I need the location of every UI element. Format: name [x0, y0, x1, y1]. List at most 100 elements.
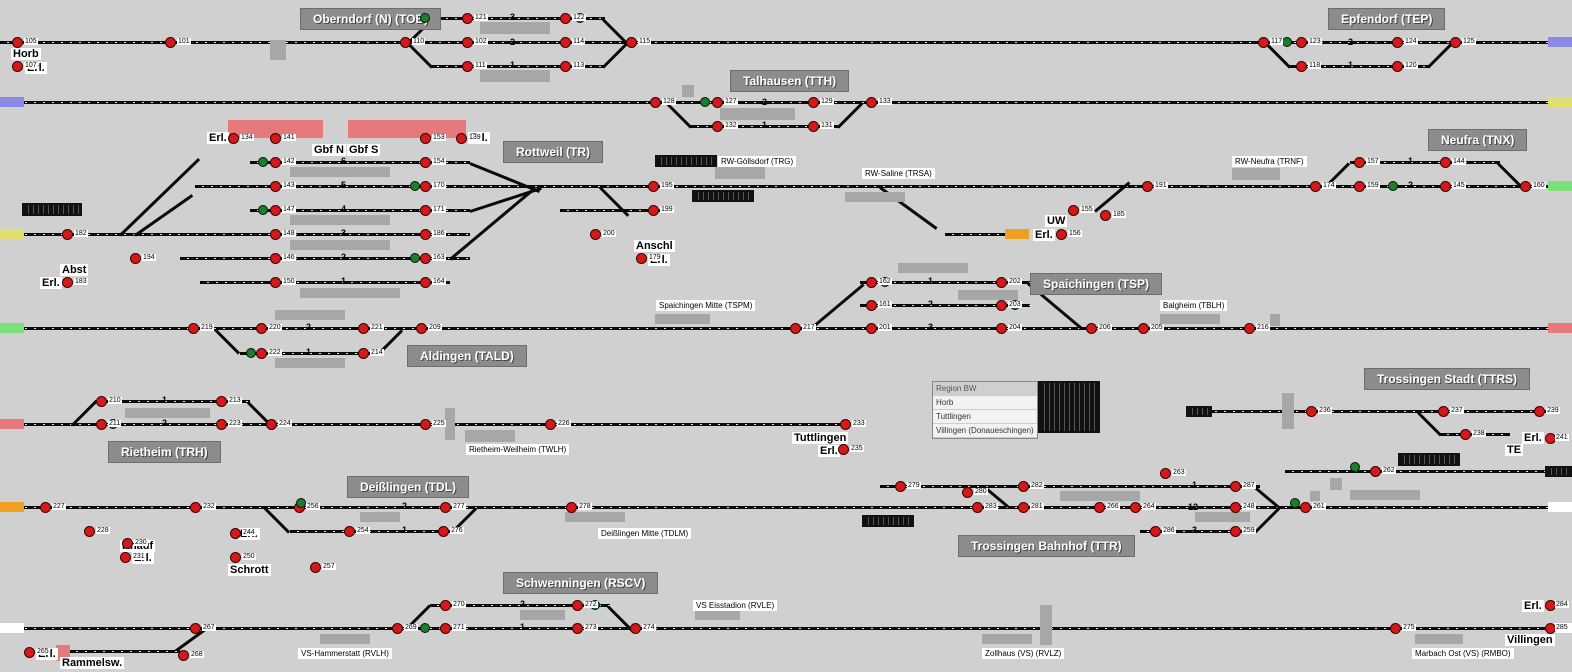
track-tr-uw[interactable] [945, 233, 1005, 236]
legend-item[interactable]: Villingen (Donaueschingen) [933, 424, 1037, 438]
station-tdl[interactable]: Deißlingen (TDL) [347, 476, 469, 498]
signal-icon[interactable] [648, 205, 659, 216]
signal-icon[interactable] [1392, 37, 1403, 48]
signal-icon[interactable] [1370, 466, 1381, 477]
track-tr-2[interactable] [180, 257, 470, 260]
signal-icon[interactable] [1138, 323, 1149, 334]
signal-icon[interactable] [40, 502, 51, 513]
signal-icon[interactable] [1310, 181, 1321, 192]
signal-icon[interactable] [1230, 526, 1241, 537]
signal-icon[interactable] [462, 37, 473, 48]
stop-trg[interactable]: RW-Göllsdorf (TRG) [718, 156, 797, 167]
signal-icon[interactable] [1086, 323, 1097, 334]
signal-icon[interactable] [188, 323, 199, 334]
signal-icon[interactable] [270, 181, 281, 192]
track-tr-main[interactable] [0, 233, 470, 236]
signal-icon[interactable] [1056, 229, 1067, 240]
signal-icon[interactable] [962, 487, 973, 498]
signal-icon[interactable] [590, 229, 601, 240]
signal-icon[interactable] [266, 419, 277, 430]
signal-icon[interactable] [1230, 502, 1241, 513]
signal-icon[interactable] [420, 419, 431, 430]
signal-icon[interactable] [120, 552, 131, 563]
signal-icon[interactable] [462, 13, 473, 24]
signal-icon[interactable] [24, 647, 35, 658]
signal-icon[interactable] [178, 650, 189, 661]
signal-icon[interactable] [1150, 526, 1161, 537]
stop-rvlz[interactable]: Zollhaus (VS) (RVLZ) [982, 648, 1065, 659]
signal-icon[interactable] [400, 37, 411, 48]
signal-icon[interactable] [808, 121, 819, 132]
signal-icon[interactable] [866, 97, 877, 108]
signal-icon[interactable] [420, 133, 431, 144]
signal-icon[interactable] [1230, 481, 1241, 492]
signal-icon[interactable] [650, 97, 661, 108]
signal-icon[interactable] [438, 526, 449, 537]
signal-icon[interactable] [165, 37, 176, 48]
signal-icon[interactable] [1460, 429, 1471, 440]
signal-icon[interactable] [358, 323, 369, 334]
signal-icon[interactable] [216, 419, 227, 430]
track-tr-4[interactable] [250, 209, 470, 212]
track-tr-6[interactable] [250, 161, 470, 164]
signal-icon[interactable] [392, 623, 403, 634]
signal-icon[interactable] [1520, 181, 1531, 192]
stop-rmbo[interactable]: Marbach Ost (VS) (RMBO) [1412, 648, 1514, 659]
stop-tspm[interactable]: Spaichingen Mitte (TSPM) [656, 300, 756, 311]
track-ttrs[interactable] [1190, 410, 1550, 413]
station-tep[interactable]: Epfendorf (TEP) [1328, 8, 1446, 30]
train-number-field[interactable] [692, 190, 754, 202]
signal-icon[interactable] [270, 277, 281, 288]
signal-icon[interactable] [270, 157, 281, 168]
track-tsp-1[interactable] [860, 281, 1030, 284]
signal-icon[interactable] [1392, 61, 1403, 72]
track-row-tdl[interactable] [0, 506, 1548, 509]
track-ttr-head[interactable] [880, 485, 1010, 488]
signal-icon[interactable] [1094, 502, 1105, 513]
signal-icon[interactable] [270, 205, 281, 216]
signal-icon[interactable] [1244, 323, 1255, 334]
track-ttr-top[interactable] [1285, 470, 1550, 473]
signal-icon[interactable] [190, 502, 201, 513]
stop-tdlm[interactable]: Deißlingen Mitte (TDLM) [598, 528, 692, 539]
signal-icon[interactable] [216, 396, 227, 407]
signal-icon[interactable] [636, 253, 647, 264]
stop-twlh[interactable]: Rietheim-Weilheim (TWLH) [466, 444, 570, 455]
signal-icon[interactable] [866, 300, 877, 311]
signal-icon[interactable] [420, 253, 431, 264]
signal-icon[interactable] [1296, 61, 1307, 72]
signal-icon[interactable] [256, 323, 267, 334]
track-row-2[interactable] [0, 101, 1548, 104]
station-ttrs[interactable]: Trossingen Stadt (TTRS) [1364, 368, 1531, 390]
signal-icon[interactable] [310, 562, 321, 573]
signal-icon[interactable] [1440, 157, 1451, 168]
signal-icon[interactable] [230, 528, 241, 539]
signal-icon[interactable] [12, 37, 23, 48]
legend-item[interactable]: Horb [933, 396, 1037, 410]
signal-icon[interactable] [84, 526, 95, 537]
signal-icon[interactable] [572, 600, 583, 611]
track-tsp-2[interactable] [860, 304, 1030, 307]
signal-icon[interactable] [790, 323, 801, 334]
signal-icon[interactable] [270, 253, 281, 264]
signal-icon[interactable] [456, 133, 467, 144]
signal-icon[interactable] [440, 502, 451, 513]
signal-icon[interactable] [1130, 502, 1141, 513]
signal-icon[interactable] [96, 419, 107, 430]
track-tdl-1[interactable] [290, 530, 455, 533]
signal-icon[interactable] [996, 300, 1007, 311]
signal-icon[interactable] [270, 133, 281, 144]
stop-rvle[interactable]: VS Eisstadion (RVLE) [693, 600, 778, 611]
signal-icon[interactable] [1296, 37, 1307, 48]
signal-icon[interactable] [808, 97, 819, 108]
stop-tblh[interactable]: Balgheim (TBLH) [1160, 300, 1228, 311]
signal-icon[interactable] [1450, 37, 1461, 48]
signal-icon[interactable] [122, 538, 133, 549]
signal-icon[interactable] [626, 37, 637, 48]
signal-icon[interactable] [1354, 157, 1365, 168]
signal-icon[interactable] [256, 348, 267, 359]
signal-icon[interactable] [344, 526, 355, 537]
signal-icon[interactable] [416, 323, 427, 334]
train-number-field[interactable] [1398, 453, 1460, 466]
station-trh[interactable]: Rietheim (TRH) [108, 441, 221, 463]
